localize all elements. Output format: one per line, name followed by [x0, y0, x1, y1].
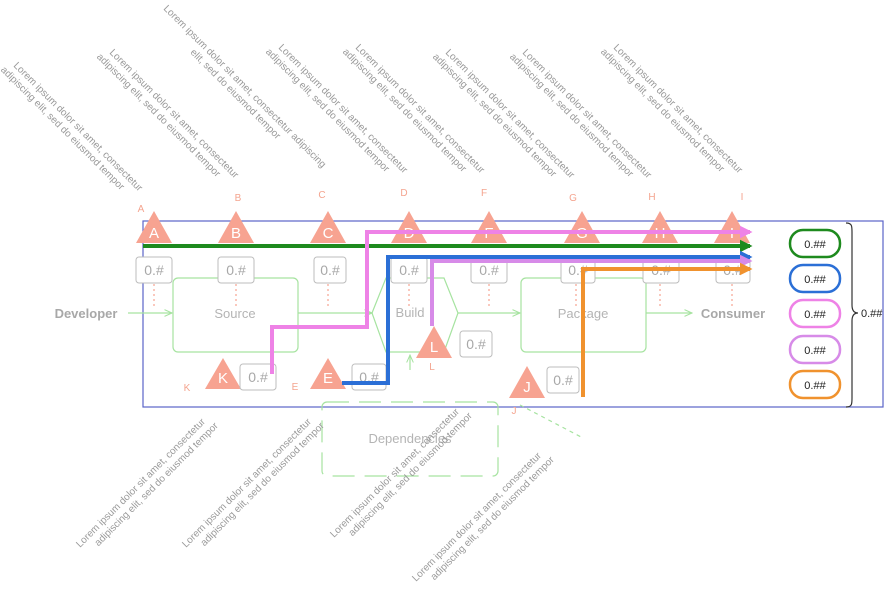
threat-H-small-label: H	[648, 192, 655, 203]
system-frame	[142, 220, 884, 408]
threat-K-triangle	[205, 358, 241, 389]
description-F: Lorem ipsum dolor sit amet, consectetur …	[340, 42, 487, 176]
threat-A-triangle	[136, 211, 172, 243]
threat-D-value: 0.#	[399, 262, 419, 278]
threat-B-small-label: B	[235, 193, 242, 204]
threat-I-small-label: I	[741, 192, 744, 203]
threat-K-value-box	[239, 363, 277, 391]
threat-E-letter: E	[323, 370, 333, 387]
svg-text:Lorem ipsum dolor sit amet, co: Lorem ipsum dolor sit amet, consectetur	[276, 42, 410, 176]
threat-A-value: 0.#	[144, 262, 164, 278]
threat-J-value-box	[546, 366, 580, 394]
threat-L[interactable]: L L 0.#	[416, 326, 493, 373]
threat-G-triangle	[564, 211, 600, 243]
threat-A-value-box	[135, 256, 173, 284]
pink-path	[270, 225, 753, 374]
svg-text:adipiscing elit, sed do eiusmo: adipiscing elit, sed do eiusmod tempor	[199, 420, 328, 549]
threat-L-value: 0.#	[466, 336, 486, 352]
violet-path	[430, 254, 753, 326]
svg-text:Lorem ipsum dolor sit amet, co: Lorem ipsum dolor sit amet, consectetur	[410, 450, 544, 584]
path-legend: 0.## 0.## 0.## 0.## 0.##	[788, 228, 842, 400]
threat-K-value: 0.#	[248, 369, 268, 385]
threat-A[interactable]: A A 0.#	[135, 204, 173, 284]
threat-F-triangle	[471, 211, 507, 243]
orange-path-value: 0.##	[804, 380, 826, 392]
threat-F-small-label: F	[481, 188, 487, 199]
svg-text:adipiscing elit, sed do eiusmo: adipiscing elit, sed do eiusmod tempor	[0, 65, 127, 194]
orange-path	[581, 262, 753, 397]
threat-L-small-label: L	[429, 362, 435, 373]
threat-K-small-label: K	[184, 383, 191, 394]
threat-B-value: 0.#	[226, 262, 246, 278]
threat-J-triangle	[509, 366, 545, 398]
green-path-value: 0.##	[804, 239, 826, 251]
svg-text:Lorem ipsum dolor sit amet, co: Lorem ipsum dolor sit amet, consectetur	[328, 406, 462, 540]
threat-H-triangle	[642, 211, 678, 243]
threat-J[interactable]: J J 0.#	[509, 366, 580, 417]
threat-A-letter: A	[149, 225, 159, 242]
threat-descriptions: Lorem ipsum dolor sit amet, consectetur …	[0, 3, 745, 584]
svg-text:adipiscing elit, sed do eiusmo: adipiscing elit, sed do eiusmod tempor	[429, 454, 558, 583]
threat-J-letter: J	[523, 379, 531, 396]
threat-B-triangle	[218, 211, 254, 243]
violet-path-pill[interactable]: 0.##	[788, 334, 842, 365]
threat-B-letter: B	[231, 225, 241, 242]
svg-text:elit, sed do eiusmod tempor: elit, sed do eiusmod tempor	[188, 47, 283, 142]
threat-E-triangle	[310, 358, 346, 389]
threat-G-small-label: G	[569, 193, 577, 204]
threat-C-small-label: C	[318, 190, 325, 201]
threat-J-value: 0.#	[553, 372, 573, 388]
threat-A-small-label: A	[138, 204, 145, 215]
threat-K[interactable]: K K 0.#	[184, 358, 277, 394]
threat-F-value: 0.#	[479, 262, 499, 278]
description-L: Lorem ipsum dolor sit amet, consectetur …	[328, 406, 476, 540]
threat-L-letter: L	[430, 339, 438, 356]
description-D: Lorem ipsum dolor sit amet, consectetur …	[263, 42, 410, 176]
threat-C-triangle	[310, 211, 346, 243]
threat-B[interactable]: B B 0.#	[217, 193, 255, 284]
threat-C-value: 0.#	[320, 262, 340, 278]
orange-path-pill[interactable]: 0.##	[788, 369, 842, 400]
build-label: Build	[396, 305, 425, 320]
threat-F[interactable]: F F 0.#	[470, 188, 508, 284]
threat-C-value-box	[313, 256, 347, 284]
blue-path	[342, 250, 753, 385]
svg-text:adipiscing elit, sed do eiusmo: adipiscing elit, sed do eiusmod tempor	[347, 410, 476, 539]
svg-text:Lorem ipsum dolor sit amet, co: Lorem ipsum dolor sit amet, consectetur	[74, 416, 208, 550]
developer-label: Developer	[55, 306, 118, 321]
threat-C[interactable]: C C 0.#	[310, 190, 347, 284]
pink-path-pill[interactable]: 0.##	[788, 298, 842, 329]
threat-J-small-label: J	[512, 406, 517, 417]
description-J: Lorem ipsum dolor sit amet, consectetur …	[410, 450, 558, 584]
consumer-label: Consumer	[701, 306, 765, 321]
blue-path-value: 0.##	[804, 274, 826, 286]
attack-paths	[143, 225, 753, 397]
threat-K-letter: K	[218, 370, 228, 387]
pink-path-value: 0.##	[804, 309, 826, 321]
threat-L-value-box	[459, 330, 493, 358]
threat-E-small-label: E	[292, 382, 299, 393]
flow-arrows	[128, 313, 692, 370]
threat-C-letter: C	[323, 225, 334, 242]
threat-D-triangle	[391, 211, 427, 243]
total-value: 0.##	[861, 308, 883, 320]
dependencies-stage-box	[321, 401, 499, 477]
threat-B-value-box	[217, 256, 255, 284]
total-brace	[845, 222, 859, 408]
dependencies-label: Dependencies	[368, 431, 452, 446]
threat-connectors	[153, 284, 733, 439]
threat-D-small-label: D	[400, 188, 407, 199]
threat-L-triangle	[416, 326, 452, 358]
threat-D[interactable]: D D 0.#	[390, 188, 428, 284]
blue-path-pill[interactable]: 0.##	[788, 263, 842, 294]
violet-path-value: 0.##	[804, 345, 826, 357]
green-path-pill[interactable]: 0.##	[788, 228, 842, 259]
source-label: Source	[214, 306, 255, 321]
description-G: Lorem ipsum dolor sit amet, consectetur …	[430, 47, 577, 181]
threat-E[interactable]: E E 0.#	[292, 358, 387, 393]
